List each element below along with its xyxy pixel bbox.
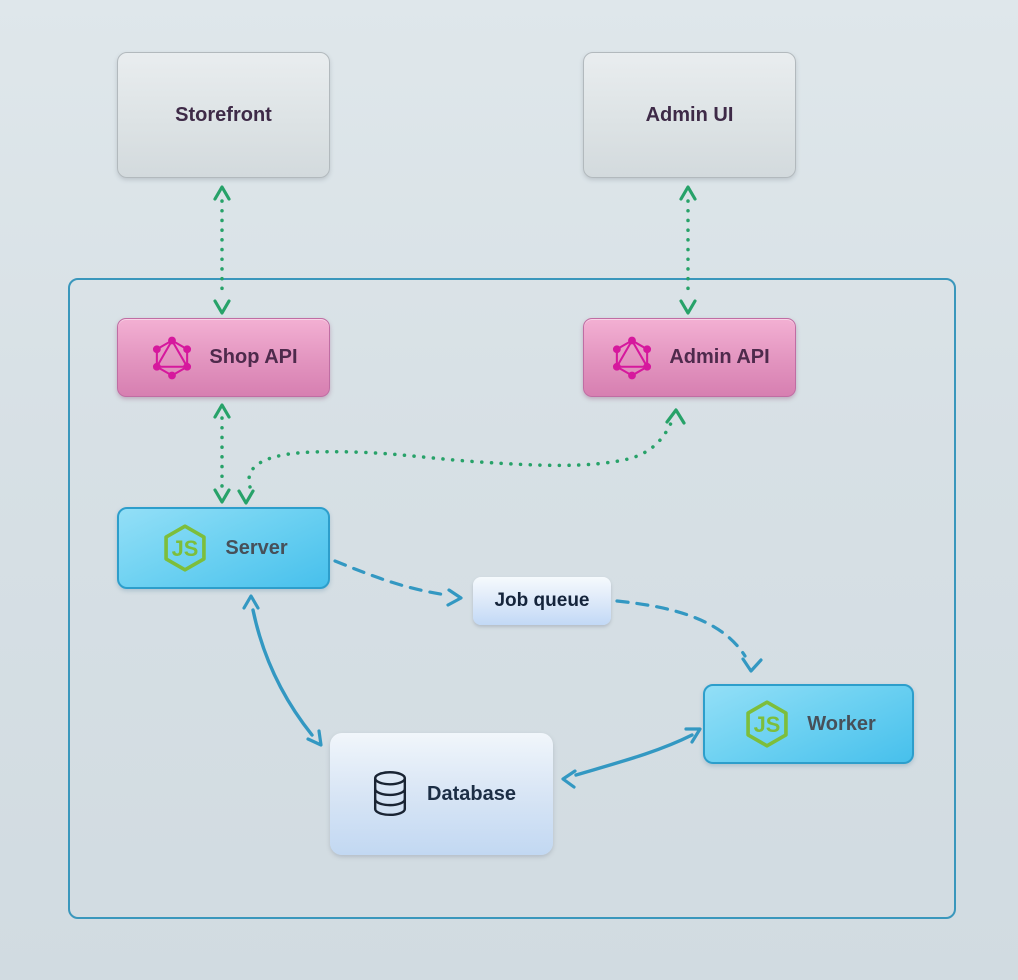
node-worker: JS Worker [703,684,914,764]
node-admin-api: Admin API [583,318,796,397]
svg-text:JS: JS [172,536,199,561]
admin-api-label: Admin API [669,346,770,368]
node-server: JS Server [117,507,330,589]
storefront-label: Storefront [175,103,272,126]
worker-label: Worker [807,712,876,735]
nodejs-icon: JS [741,698,793,750]
database-icon [367,769,413,819]
job-queue-label: Job queue [494,590,590,611]
graphql-icon [609,335,655,381]
node-shop-api: Shop API [117,318,330,397]
node-job-queue: Job queue [473,577,611,625]
nodejs-icon: JS [159,522,211,574]
server-label: Server [225,536,288,559]
shop-api-label: Shop API [209,346,298,368]
graphql-icon [149,335,195,381]
server-process-boundary [68,278,956,919]
admin-ui-label: Admin UI [645,103,734,126]
svg-text:JS: JS [754,712,781,737]
node-storefront: Storefront [117,52,330,178]
database-label: Database [427,782,516,805]
node-database: Database [330,733,553,855]
node-admin-ui: Admin UI [583,52,796,178]
